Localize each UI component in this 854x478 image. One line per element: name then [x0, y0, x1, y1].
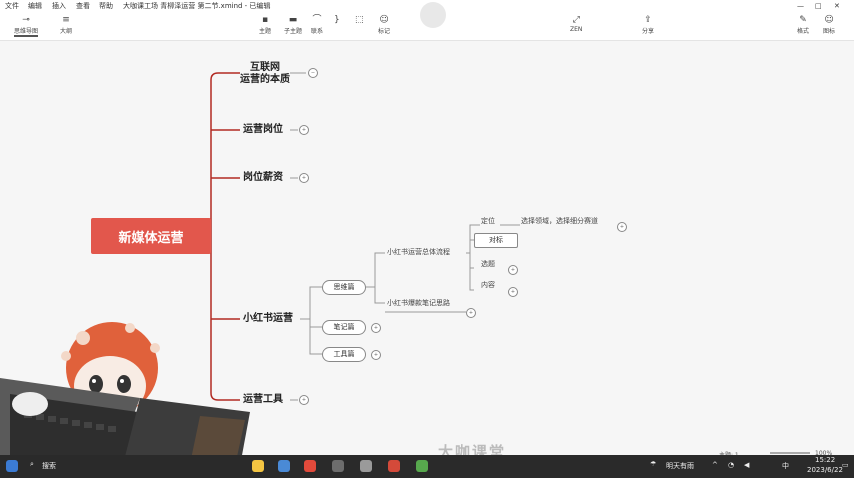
icons-button[interactable]: ☺ 图标	[823, 15, 836, 35]
outline-icon: ≡	[62, 15, 70, 25]
menu-insert[interactable]: 插入	[52, 2, 66, 10]
subtopic-icon: ▬	[288, 15, 298, 25]
app-icon[interactable]	[332, 460, 344, 472]
marker-button[interactable]: ☺ 标记	[378, 15, 391, 35]
expand-toggle-icon[interactable]: +	[371, 323, 381, 333]
app-icon[interactable]	[304, 460, 316, 472]
volume-icon[interactable]: ◀	[744, 461, 750, 469]
topic-positioning[interactable]: 定位	[481, 217, 495, 225]
collapse-toggle-icon[interactable]: −	[308, 68, 318, 78]
zen-icon: ⤢	[572, 15, 580, 25]
topic-selection[interactable]: 选题	[481, 260, 495, 268]
topic-notes[interactable]: 笔记篇	[322, 320, 366, 335]
app-icon[interactable]	[360, 460, 372, 472]
expand-toggle-icon[interactable]: +	[371, 350, 381, 360]
branch-xiaohongshu[interactable]: 小红书运营	[243, 313, 293, 324]
tray-chevron-icon[interactable]: ^	[712, 461, 718, 469]
taskbar: ⌕ 搜索 ☂ 明天有雨 ^ ◔ ◀ 中 15:22 2023/6/22 ▭	[0, 455, 854, 478]
expand-toggle-icon[interactable]: +	[299, 395, 309, 405]
zen-button[interactable]: ⤢ ZEN	[570, 15, 583, 33]
zoom-level[interactable]: 100%	[815, 450, 833, 457]
topic-content[interactable]: 内容	[481, 281, 495, 289]
character-illustration	[0, 322, 250, 478]
close-icon[interactable]: ✕	[834, 2, 840, 10]
outline-view-button[interactable]: ≡ 大纲	[60, 15, 73, 35]
ime-indicator[interactable]: 中	[782, 462, 789, 470]
network-icon[interactable]: ◔	[728, 461, 735, 469]
toolbar: ⊸ 思维导图 ≡ 大纲 ▪ 主题 ▬ 子主题 ⌒ 联系 } ⬚ ☺ 标记 ⤢ Z…	[0, 2, 854, 41]
weather-text[interactable]: 明天有雨	[666, 462, 694, 470]
topic-viral-notes[interactable]: 小红书爆款笔记思路	[387, 299, 450, 307]
relationship-button[interactable]: ⌒ 联系	[311, 15, 324, 35]
format-icon: ✎	[799, 15, 807, 25]
browser-icon[interactable]	[278, 460, 290, 472]
topic-icon: ▪	[261, 15, 269, 25]
expand-toggle-icon[interactable]: +	[617, 222, 627, 232]
branch-job-salary[interactable]: 岗位薪资	[243, 172, 283, 183]
notification-icon[interactable]: ▭	[842, 461, 849, 469]
mindmap-view-button[interactable]: ⊸ 思维导图	[14, 15, 39, 37]
app-icon[interactable]	[416, 460, 428, 472]
format-button[interactable]: ✎ 格式	[797, 15, 810, 35]
clock-date[interactable]: 2023/6/22	[807, 466, 843, 474]
topic-overall-process[interactable]: 小红书运营总体流程	[387, 248, 450, 256]
branch-internet-operation[interactable]: 互联网 运营的本质	[240, 62, 290, 85]
menu-edit[interactable]: 编辑	[28, 2, 42, 10]
topic-benchmark[interactable]: 对标	[474, 233, 518, 248]
menu-view[interactable]: 查看	[76, 2, 90, 10]
mindmap-icon: ⊸	[22, 15, 30, 25]
boundary-icon: ⬚	[355, 15, 364, 25]
expand-toggle-icon[interactable]: +	[508, 287, 518, 297]
expand-toggle-icon[interactable]: +	[466, 308, 476, 318]
icons-panel-icon: ☺	[824, 15, 834, 25]
boundary-button[interactable]: ⬚	[355, 14, 364, 26]
xmind-icon[interactable]	[388, 460, 400, 472]
clock-time[interactable]: 15:22	[815, 456, 836, 464]
minimize-icon[interactable]: —	[797, 2, 804, 10]
topic-thinking[interactable]: 思维篇	[322, 280, 366, 295]
explorer-icon[interactable]	[252, 460, 264, 472]
topic-positioning-note[interactable]: 选择领域，选择细分赛道	[521, 217, 598, 225]
summary-button[interactable]: }	[334, 14, 340, 26]
marker-icon: ☺	[379, 15, 389, 25]
start-icon[interactable]	[6, 460, 18, 472]
central-topic[interactable]: 新媒体运营	[91, 218, 211, 254]
menu-file[interactable]: 文件	[5, 2, 19, 10]
expand-toggle-icon[interactable]: +	[299, 173, 309, 183]
window-title: 大咖课工场 青柳泽运营 第二节.xmind - 已编辑	[123, 2, 271, 10]
menu-help[interactable]: 帮助	[99, 2, 113, 10]
taskbar-search[interactable]: 搜索	[42, 462, 56, 470]
weather-icon: ☂	[650, 460, 657, 468]
summary-icon: }	[334, 15, 340, 25]
maximize-icon[interactable]: □	[815, 2, 822, 10]
branch-operation-jobs[interactable]: 运营岗位	[243, 124, 283, 135]
share-button[interactable]: ⇪ 分享	[642, 15, 655, 35]
topic-button[interactable]: ▪ 主题	[259, 15, 272, 35]
expand-toggle-icon[interactable]: +	[508, 265, 518, 275]
share-icon: ⇪	[644, 15, 652, 25]
relationship-icon: ⌒	[312, 15, 322, 25]
zoom-slider[interactable]	[770, 452, 810, 454]
topic-tools[interactable]: 工具篇	[322, 347, 366, 362]
search-icon[interactable]: ⌕	[30, 460, 34, 468]
branch-operation-tools[interactable]: 运营工具	[243, 394, 283, 405]
expand-toggle-icon[interactable]: +	[299, 125, 309, 135]
subtopic-button[interactable]: ▬ 子主题	[284, 15, 303, 35]
avatar	[420, 2, 446, 28]
